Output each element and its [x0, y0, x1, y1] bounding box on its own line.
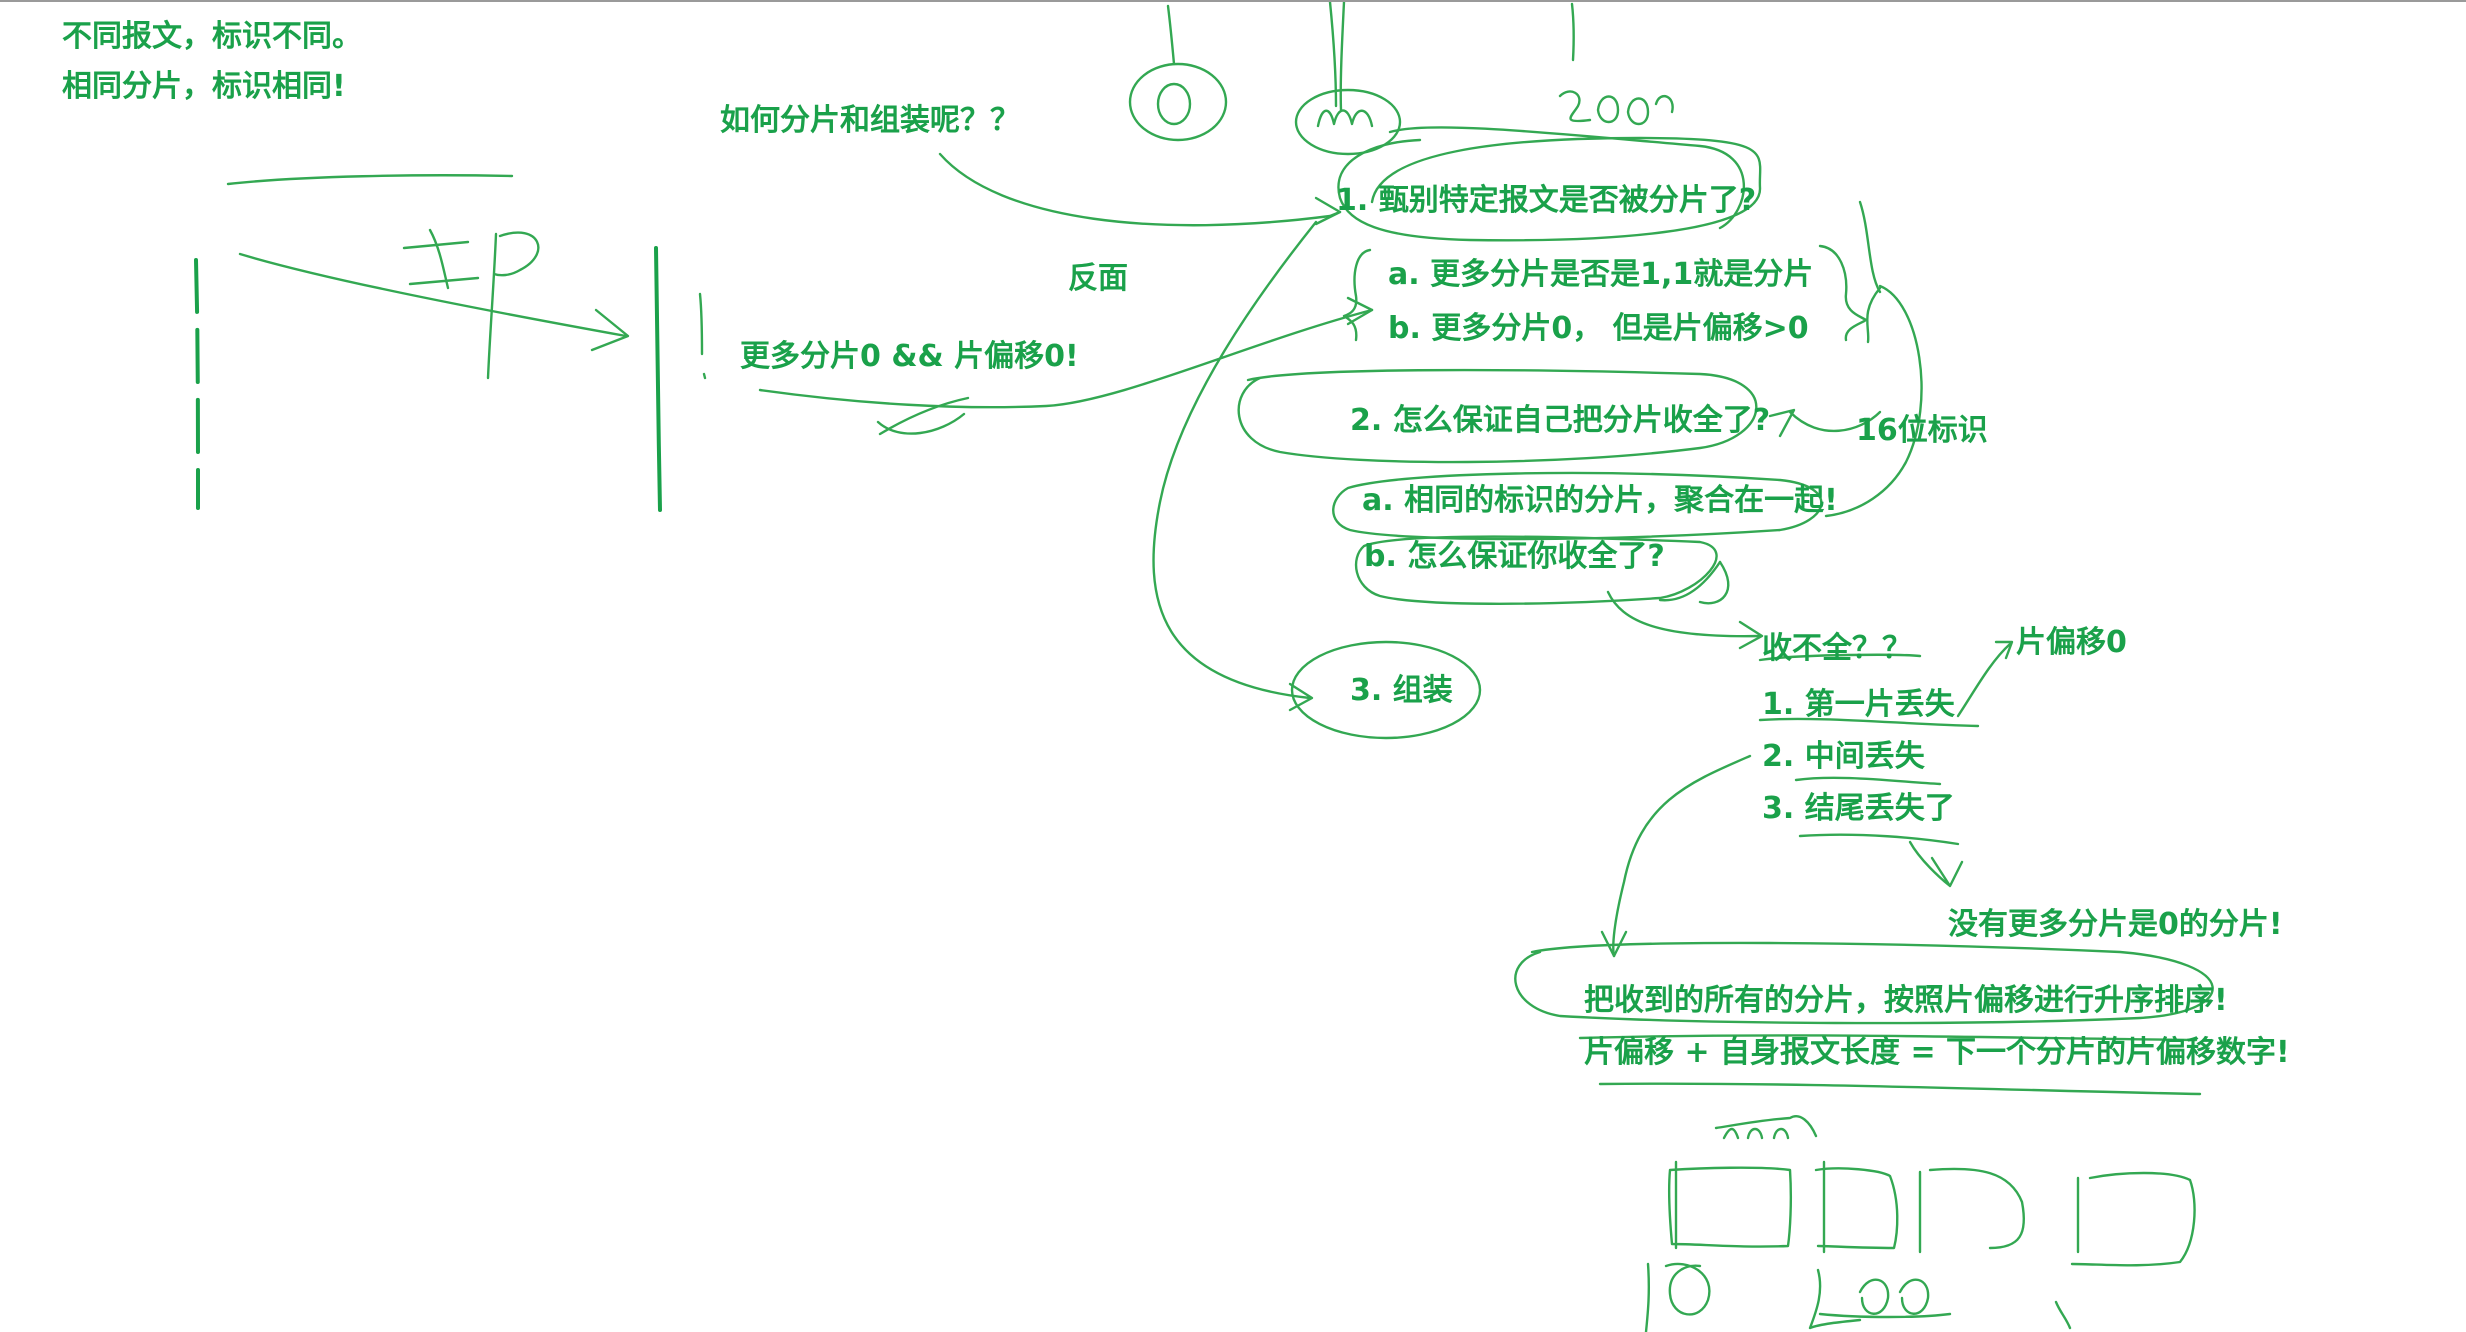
fragment-box-1 [1667, 1166, 1793, 1248]
squiggle [876, 412, 966, 435]
arrow-head [1600, 930, 1628, 958]
connector-16bit [1824, 284, 1923, 518]
assemble-curve [1152, 220, 1318, 700]
underline [1758, 653, 1922, 662]
note-no-more-zero: 没有更多分片是0的分片! [1948, 907, 2283, 942]
arrow-head [1768, 408, 1796, 438]
bracket-right [1818, 244, 1868, 342]
fragment-box-2 [1814, 1167, 1899, 1250]
arrow-2b-incomplete [1606, 590, 1762, 638]
fragment-box-4 [2070, 1171, 2196, 1267]
arrow-to-offset0 [1956, 642, 2012, 718]
note-lost-middle: 2. 中间丢失 [1762, 739, 1925, 774]
note-q1b: b. 更多分片0， 但是片偏移>0 [1388, 311, 1809, 346]
ip-sketch-arrow [238, 252, 628, 338]
note-sort-rule: 把收到的所有的分片，按照片偏移进行升序排序! [1584, 983, 2228, 1018]
note-lost-first: 1. 第一片丢失 [1762, 687, 1955, 722]
ip-sketch-top [226, 174, 514, 186]
note-q2a: a. 相同的标识的分片，聚合在一起! [1362, 483, 1838, 518]
bracket-left [1342, 248, 1372, 342]
underline-bottom [1818, 1312, 1952, 1319]
item2b-squiggle-b [1698, 560, 1730, 605]
fragment-divider [1674, 1160, 2080, 1254]
underline [1758, 717, 1980, 728]
m-loop [1294, 88, 1402, 156]
underline [1798, 833, 1960, 846]
top-vertical-stroke [1570, 2, 1575, 62]
rules-loop [1514, 941, 2214, 1025]
zero-loop [1128, 62, 1228, 142]
exclamation-stroke [698, 292, 707, 380]
1000-top-scribble [1714, 1115, 1818, 1140]
reverse-connector [758, 308, 1374, 409]
note-lost-end: 3. 结尾丢失了 [1762, 791, 1955, 826]
underline-scribble [878, 396, 970, 436]
item2b-loop [1354, 535, 1718, 605]
item2a-loop [1332, 471, 1823, 541]
note-q2b: b. 怎么保证你收全了? [1364, 539, 1665, 574]
top-vertical-stroke [1339, 2, 1346, 112]
brace-1a [1858, 200, 1882, 294]
underline [1578, 1034, 2198, 1042]
arrow-head [1994, 640, 2014, 660]
note-q1: 1. 甄别特定报文是否被分片了? [1336, 183, 1757, 218]
arrow-head [1314, 196, 1342, 226]
underline [1794, 776, 1942, 786]
item2b-squiggle [1658, 560, 1722, 602]
ip-sketch-right-edge [654, 246, 662, 512]
bottom-edge-tick [2054, 1300, 2072, 1330]
note-16bit-identifier: 16位标识 [1856, 413, 1988, 448]
ip-sketch-left-edge [194, 258, 200, 510]
arrow-head [1738, 620, 1764, 650]
note-offset-zero: 片偏移0 [2016, 625, 2127, 660]
arrow-16bit [1788, 410, 1882, 433]
top-vertical-stroke [1328, 2, 1338, 108]
arrow-how-to-q1 [938, 152, 1342, 227]
note-q3-assemble: 3. 组装 [1350, 673, 1453, 708]
ip-sketch-arrowhead [590, 308, 630, 352]
brace-1a-b [1866, 286, 1882, 344]
fragment-box-3 [1928, 1167, 2026, 1250]
note-reverse: 反面 [1068, 261, 1128, 296]
zero-inner-loop [1156, 82, 1192, 126]
item1-loop [1337, 136, 1762, 242]
note-same-fragments: 相同分片，标识相同! [62, 69, 346, 104]
ip-letter-p [486, 231, 540, 380]
note-q1a: a. 更多分片是否是1,1就是分片 [1388, 257, 1814, 292]
100-bottom-left [1644, 1262, 1711, 1332]
top-vertical-stroke [1166, 4, 1176, 66]
1000-bottom [1808, 1268, 1930, 1330]
2000-scribble [1558, 90, 1674, 126]
m-scribble [1316, 109, 1374, 128]
note-offset-rule: 片偏移 + 自身报文长度 = 下一个分片的片偏移数字! [1584, 1035, 2290, 1070]
item1-loop-b [1388, 126, 1746, 230]
note-how-fragment-assemble: 如何分片和组装呢？？ [720, 103, 1020, 138]
note-more-fragments-offset-zero: 更多分片0 && 片偏移0! [740, 339, 1079, 374]
assemble-loop [1290, 640, 1482, 740]
underline [1598, 1082, 2202, 1096]
note-incomplete: 收不全？？ [1762, 631, 1912, 666]
curve-middle-lost [1612, 754, 1752, 958]
note-different-messages: 不同报文，标识不同。 [62, 19, 362, 54]
ip-letter-i [402, 228, 480, 290]
arrow-end-lost [1908, 840, 1964, 888]
item2-loop [1237, 368, 1758, 464]
note-q2: 2. 怎么保证自己把分片收全了? [1350, 403, 1771, 438]
